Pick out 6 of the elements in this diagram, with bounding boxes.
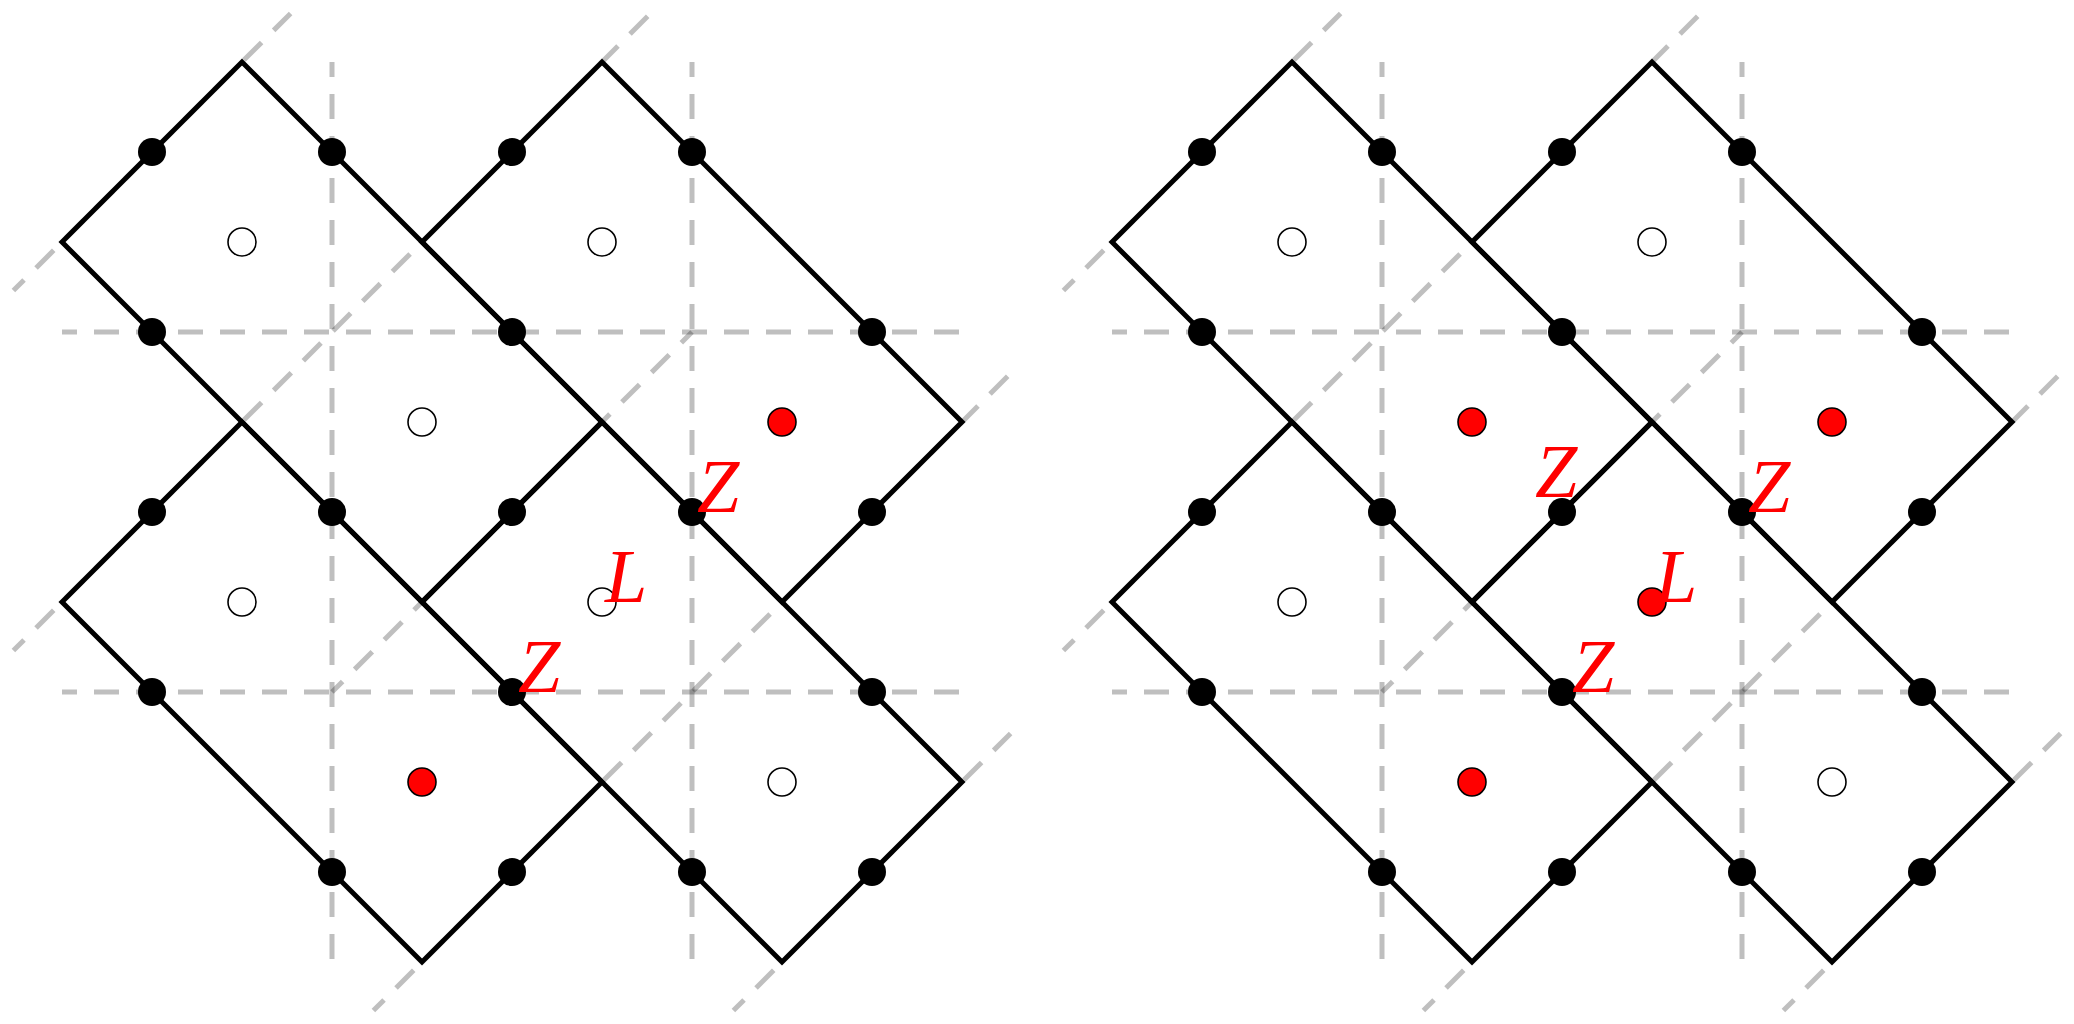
symbol-label: Z	[1747, 459, 1792, 514]
symbol-label: L	[603, 549, 649, 604]
symbol-label: Z	[696, 459, 741, 514]
symbol-label: Z	[1571, 639, 1616, 694]
symbol-label: Z	[517, 639, 562, 694]
symbol-label: Z	[1534, 444, 1579, 499]
